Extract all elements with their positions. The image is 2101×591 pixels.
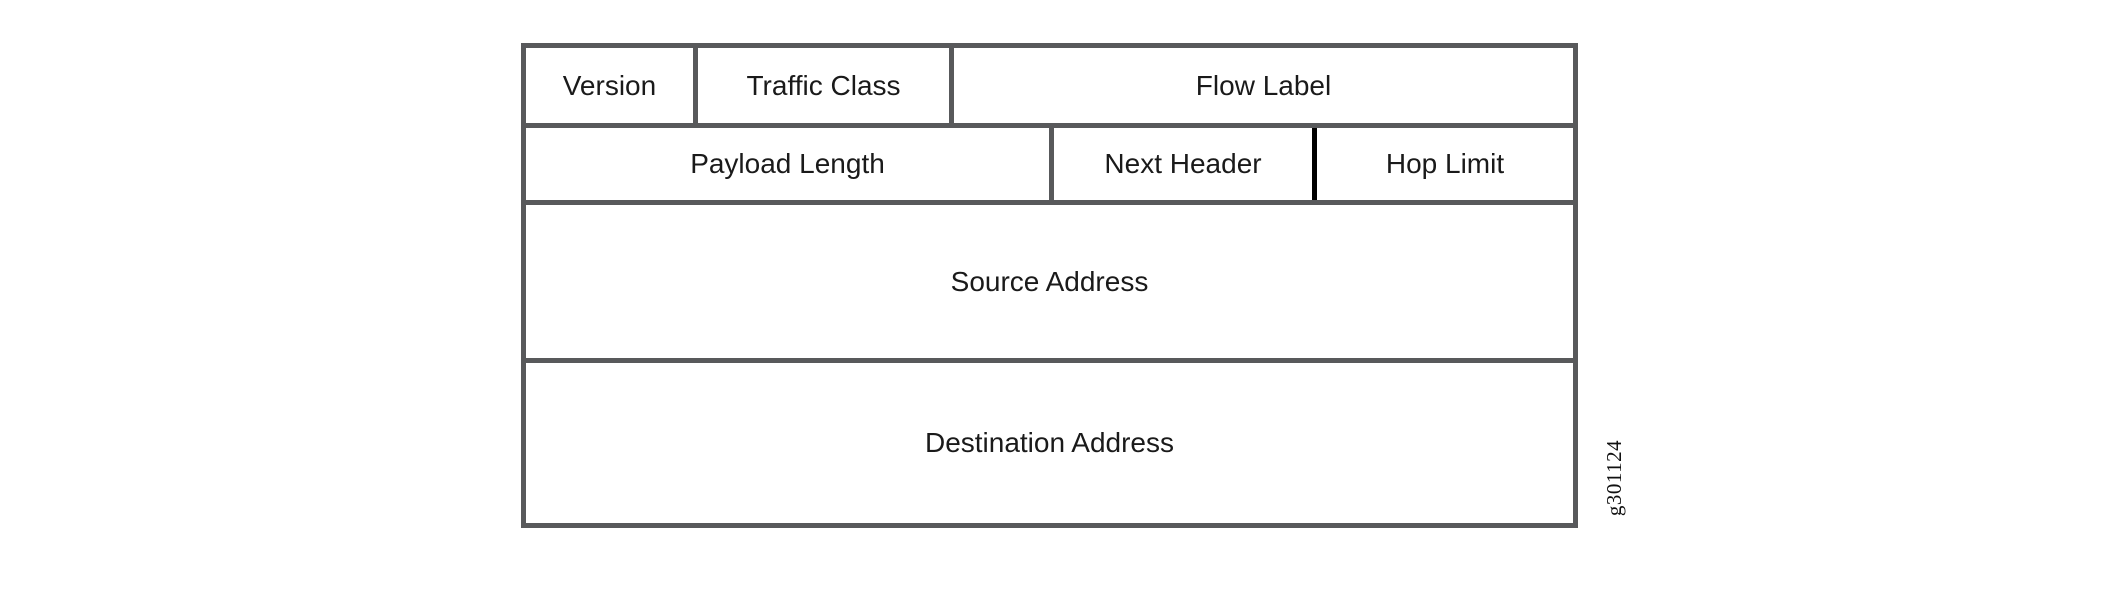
field-traffic-class: Traffic Class [698,48,949,123]
header-row-1: Version Traffic Class Flow Label [526,48,1573,123]
cell-divider [949,48,954,123]
field-version: Version [526,48,693,123]
header-row-3: Source Address [526,205,1573,358]
figure-id-label: g301124 [1602,439,1626,517]
field-flow-label: Flow Label [954,48,1573,123]
field-destination-address: Destination Address [526,363,1573,523]
black-cell-divider [1312,128,1317,200]
field-next-header: Next Header [1054,128,1312,200]
field-source-address: Source Address [526,205,1573,358]
ipv6-header-diagram: Version Traffic Class Flow Label Payload… [521,43,1578,528]
field-payload-length: Payload Length [526,128,1049,200]
cell-divider [693,48,698,123]
field-hop-limit: Hop Limit [1317,128,1573,200]
cell-divider [1049,128,1054,200]
header-row-2: Payload Length Next Header Hop Limit [526,128,1573,200]
header-row-4: Destination Address [526,363,1573,523]
